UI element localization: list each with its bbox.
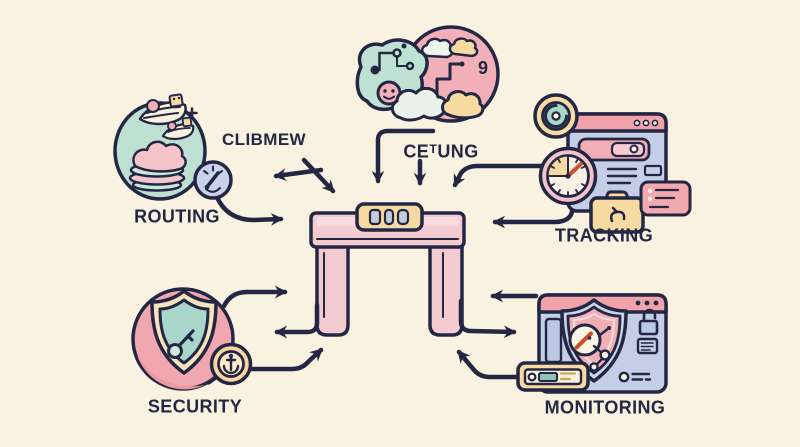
arrow-gauge-to-gateway [213,192,284,226]
small-yellow-cloud-icon [448,37,479,58]
label-tracking: TRACKING [554,225,654,246]
shield-key-badge-icon [131,287,253,391]
arrow-tracking-to-gateway-elbow [452,163,544,188]
label-cetung: CEᵀUNG [403,141,479,162]
label-monitoring: MONITORING [544,397,666,418]
list-card-icon [639,180,692,217]
gateway-arch-icon [309,202,466,337]
paper-boats-icon [138,93,198,141]
label-clibmew: CLIBMEW [221,130,307,149]
label-routing: ROUTING [134,206,220,227]
plus-mark-icon [186,107,198,119]
panel-slot [383,208,395,226]
arrow-routing-to-gateway [301,157,336,194]
clock-icon [538,146,598,206]
cloud-circuit-cluster-icon: 9 [355,25,500,123]
arrow-cluster-to-gateway [371,128,436,184]
yellow-cloud-icon [441,90,485,120]
music-note-circuit-icon [370,43,415,75]
browser-header [566,112,668,133]
monitor-shield-icon [560,298,628,383]
clouds-gauge-icon [113,93,233,201]
arrow-tracking-to-gateway-left [492,203,575,229]
cloud-shape [132,140,187,173]
briefcase-icon [589,190,645,234]
key-icon [167,329,195,359]
arch-left-pillar [315,243,350,337]
circuit-trace [435,62,461,95]
arrow-gateway-to-security [274,302,320,339]
panel-slot [368,208,382,226]
padlock-icon [638,308,659,336]
anchor-badge-icon [207,342,253,386]
arrow-gateway-to-monitoring [458,298,517,339]
label-security: SECURITY [147,396,243,417]
server-bar-icon [516,361,590,392]
arrow-badge-to-gateway [246,347,324,372]
arrow-security-to-gateway [221,285,288,309]
panel-slot [396,208,410,226]
arrow-server-to-gateway [456,349,521,380]
browser-clock-briefcase-icon [533,93,692,234]
flow-arrows [213,128,575,380]
white-cloud-icon [390,86,448,122]
browser-header [537,293,668,314]
glyph-9: 9 [478,58,488,78]
browser-shield-server-icon [516,293,668,394]
stopwatch-icon [533,93,579,139]
arch-right-pillar [428,243,464,337]
gauge-icon [193,160,233,200]
